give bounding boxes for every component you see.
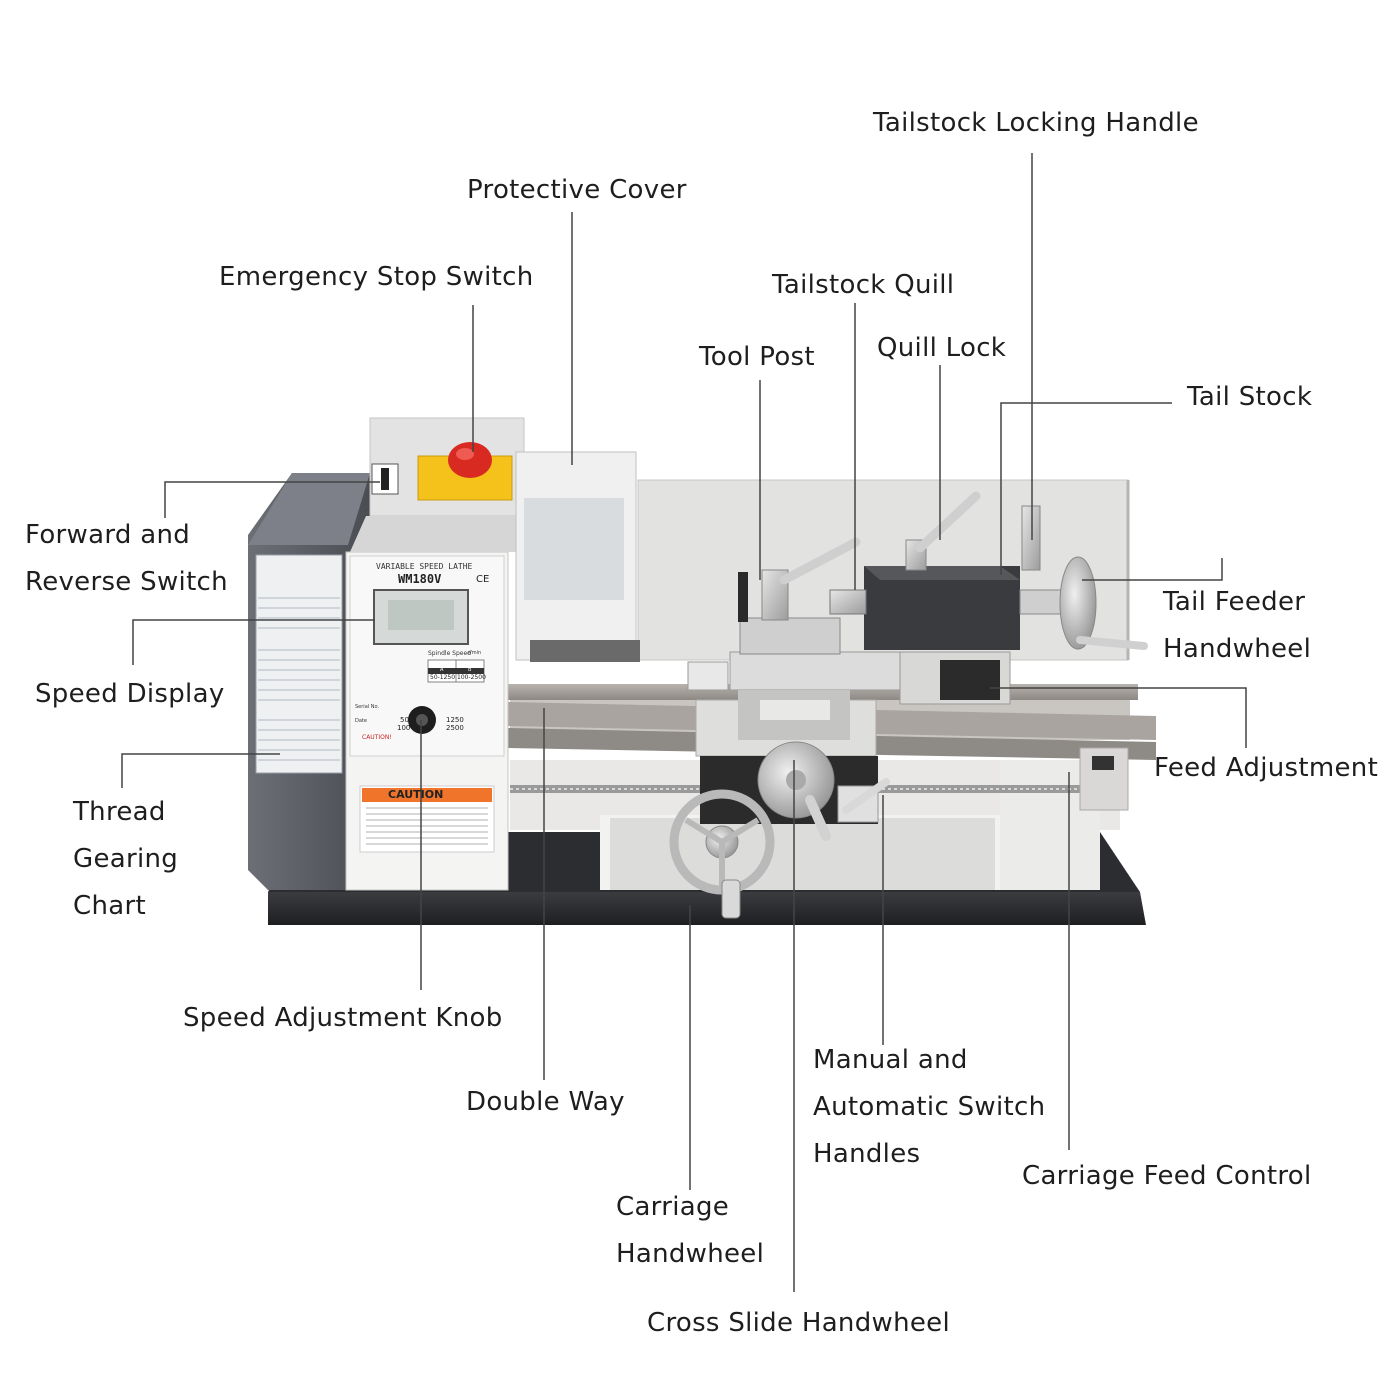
label-speed-display: Speed Display (35, 679, 225, 709)
caution-label: CAUTION (388, 788, 444, 801)
speed-unit-label: r/min (468, 650, 482, 656)
label-manual-automatic-switch: Manual and Automatic Switch Handles (813, 1037, 1045, 1178)
ce-mark: CE (476, 574, 490, 585)
label-line: Tail Feeder (1163, 587, 1306, 617)
label-tailstock-quill: Tailstock Quill (772, 270, 955, 300)
label-line: Handwheel (616, 1239, 765, 1269)
label-forward-reverse-switch: Forward and Reverse Switch (25, 512, 228, 606)
label-carriage-handwheel: Carriage Handwheel (616, 1184, 764, 1278)
panel-title: VARIABLE SPEED LATHE (376, 562, 473, 571)
model-name: WM180V (398, 572, 442, 586)
label-line: Manual and (813, 1045, 968, 1075)
label-quill-lock: Quill Lock (877, 333, 1007, 363)
label-line: Carriage (616, 1192, 730, 1222)
label-tool-post: Tool Post (699, 342, 815, 372)
label-line: Gearing (73, 844, 179, 874)
label-thread-gearing-chart: Thread Gearing Chart (73, 789, 178, 930)
range-a: 50-1250 (430, 674, 456, 681)
switch-box (350, 417, 525, 552)
manual-automatic-handles (837, 778, 890, 823)
label-double-way: Double Way (466, 1087, 625, 1117)
label-line: Handles (813, 1139, 921, 1169)
label-carriage-feed-control: Carriage Feed Control (1022, 1161, 1312, 1191)
label-emergency-stop-switch: Emergency Stop Switch (219, 262, 534, 292)
knob-high-label: 1250 (446, 716, 464, 724)
label-tail-feeder-handwheel: Tail Feeder Handwheel (1163, 579, 1311, 673)
knob-high2-label: 2500 (446, 724, 464, 732)
knob-low2-label: 100 (397, 724, 411, 732)
carriage-handwheel (669, 789, 775, 919)
cross-slide (687, 651, 911, 740)
label-line: Handwheel (1163, 634, 1312, 664)
label-tailstock-locking-handle: Tailstock Locking Handle (873, 108, 1199, 138)
label-line: Thread (73, 797, 166, 827)
label-line: Reverse Switch (25, 567, 228, 597)
headstock (248, 473, 370, 890)
label-feed-adjustment: Feed Adjustment (1154, 753, 1379, 783)
label-line: Chart (73, 891, 146, 921)
caution-notice: CAUTION! (362, 734, 392, 741)
range-a-label: A (440, 667, 444, 673)
knob-low-label: 50 (400, 716, 409, 724)
control-panel (345, 551, 509, 891)
cross-slide-handwheel (757, 741, 835, 841)
label-line: Forward and (25, 520, 191, 550)
tailstock-body (829, 491, 1148, 705)
leader-lines (121, 153, 1247, 1292)
label-protective-cover: Protective Cover (467, 175, 687, 205)
tool-post (738, 537, 861, 655)
label-line: Automatic Switch (813, 1092, 1046, 1122)
label-tail-stock: Tail Stock (1187, 382, 1313, 412)
label-speed-adjustment-knob: Speed Adjustment Knob (183, 1003, 503, 1033)
chuck-protective-cover (515, 451, 640, 662)
emergency-stop-button (448, 442, 492, 478)
carriage-feed-control-block (1079, 747, 1129, 811)
serial-label: Serial No. (355, 704, 380, 710)
range-b-label: B (468, 667, 472, 673)
range-b: 100-2500 (457, 674, 486, 681)
date-label: Date (355, 718, 367, 724)
spindle-speed-label: Spindle Speed (428, 650, 471, 657)
label-cross-slide-handwheel: Cross Slide Handwheel (647, 1308, 950, 1338)
